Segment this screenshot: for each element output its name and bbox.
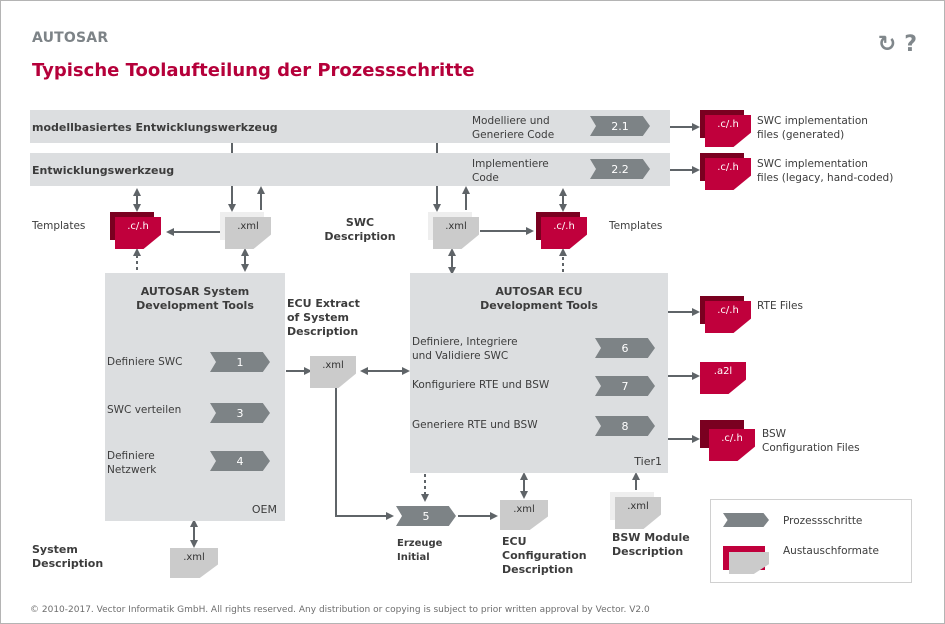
desc-line: SWC implementation xyxy=(757,158,868,170)
desc-bsw-config: BSW Configuration Files xyxy=(762,427,860,455)
copyright-footer: © 2010-2017. Vector Informatik GmbH. All… xyxy=(30,605,650,615)
desc-line: Configuration Files xyxy=(762,442,860,454)
step-7-label: Konfiguriere RTE und BSW xyxy=(412,379,550,391)
desc-line: files (legacy, hand-coded) xyxy=(757,172,894,184)
system-tools-box: AUTOSAR System Development Tools Definie… xyxy=(105,273,285,521)
process-step-1[interactable]: 1 xyxy=(210,352,270,372)
bar-action: Implementiere Code xyxy=(472,157,549,185)
label-line: System xyxy=(32,543,78,556)
legend-step-icon xyxy=(723,513,769,527)
process-step-8[interactable]: 8 xyxy=(595,416,655,436)
bar-label: modellbasiertes Entwicklungswerkzeug xyxy=(32,121,278,134)
legend-label-steps: Prozessschritte xyxy=(783,515,863,527)
refresh-icon[interactable]: ↻ xyxy=(877,32,897,57)
label-line: Description xyxy=(324,230,396,243)
label-line: BSW Module xyxy=(612,531,690,544)
label-line: Description xyxy=(502,563,574,576)
system-description-label: System Description xyxy=(32,543,103,571)
label-line: Erzeuge xyxy=(397,538,443,549)
label-line: Definiere, Integriere xyxy=(412,336,518,348)
action-line: Modelliere und xyxy=(472,115,550,127)
step-3-label: SWC verteilen xyxy=(107,404,182,416)
system-tools-title: AUTOSAR System Development Tools xyxy=(105,285,285,313)
desc-line: SWC implementation xyxy=(757,115,868,127)
step-5-label: Erzeuge Initial xyxy=(397,537,442,565)
step-8-label: Generiere RTE und BSW xyxy=(412,419,538,431)
bar-action: Modelliere und Generiere Code xyxy=(472,114,554,142)
process-step-2-1[interactable]: 2.1 xyxy=(590,116,650,136)
process-step-6[interactable]: 6 xyxy=(595,338,655,358)
label-line: SWC xyxy=(345,216,375,229)
legend-label-formats: Austauschformate xyxy=(783,545,879,557)
legend-format-icon xyxy=(729,552,769,574)
desc-line: files (generated) xyxy=(757,129,845,141)
title-line: AUTOSAR System xyxy=(140,285,250,298)
label-line: Description xyxy=(612,545,684,558)
label-line: und Validiere SWC xyxy=(412,350,509,362)
title-line: Development Tools xyxy=(136,299,254,312)
label-line: Description xyxy=(32,557,104,570)
ecu-tools-box: AUTOSAR ECU Development Tools Definiere,… xyxy=(410,273,668,473)
label-line: Initial xyxy=(397,552,430,563)
process-step-2-2[interactable]: 2.2 xyxy=(590,159,650,179)
swc-description-label: SWC Description xyxy=(320,216,400,244)
title-line: AUTOSAR ECU xyxy=(495,285,583,298)
bar-dev-tool: Entwicklungswerkzeug Implementiere Code … xyxy=(30,153,670,186)
bsw-module-label: BSW Module Description xyxy=(612,531,690,559)
help-icon[interactable]: ? xyxy=(904,32,917,57)
page-title: Typische Toolaufteilung der Prozessschri… xyxy=(32,60,475,81)
label-line: Configuration xyxy=(502,549,587,562)
label-line: ECU xyxy=(502,535,527,548)
step-1-label: Definiere SWC xyxy=(107,356,183,368)
label-line: ECU Extract xyxy=(287,297,360,310)
bar-model-based-tool: modellbasiertes Entwicklungswerkzeug Mod… xyxy=(30,110,670,143)
templates-left-label: Templates xyxy=(32,220,86,232)
toolbar: ↻ ? xyxy=(878,32,917,57)
ecu-config-label: ECU Configuration Description xyxy=(502,535,587,577)
process-step-5[interactable]: 5 xyxy=(396,506,456,526)
app-name: AUTOSAR xyxy=(32,30,109,46)
ecu-tools-title: AUTOSAR ECU Development Tools xyxy=(410,285,668,313)
desc-swc-generated: SWC implementation files (generated) xyxy=(757,114,868,142)
action-line: Code xyxy=(472,172,499,184)
owner-tier1: Tier1 xyxy=(634,455,662,468)
legend: Prozessschritte Austauschformate xyxy=(710,499,912,583)
templates-right-label: Templates xyxy=(609,220,663,232)
process-step-4[interactable]: 4 xyxy=(210,451,270,471)
label-line: of System xyxy=(287,311,349,324)
title-line: Development Tools xyxy=(480,299,598,312)
action-line: Generiere Code xyxy=(472,129,555,141)
desc-rte: RTE Files xyxy=(757,300,803,312)
desc-line: BSW xyxy=(762,428,787,440)
desc-swc-legacy: SWC implementation files (legacy, hand-c… xyxy=(757,157,893,185)
ecu-extract-label: ECU Extract of System Description xyxy=(287,297,360,339)
label-line: Description xyxy=(287,325,359,338)
label-line: Netzwerk xyxy=(107,464,157,476)
process-step-7[interactable]: 7 xyxy=(595,376,655,396)
label-line: Definiere xyxy=(107,450,155,462)
action-line: Implementiere xyxy=(472,158,549,170)
process-step-3[interactable]: 3 xyxy=(210,403,270,423)
step-6-label: Definiere, Integriere und Validiere SWC xyxy=(412,335,518,363)
step-4-label: Definiere Netzwerk xyxy=(107,449,156,477)
owner-oem: OEM xyxy=(251,503,277,516)
bar-label: Entwicklungswerkzeug xyxy=(32,164,175,177)
